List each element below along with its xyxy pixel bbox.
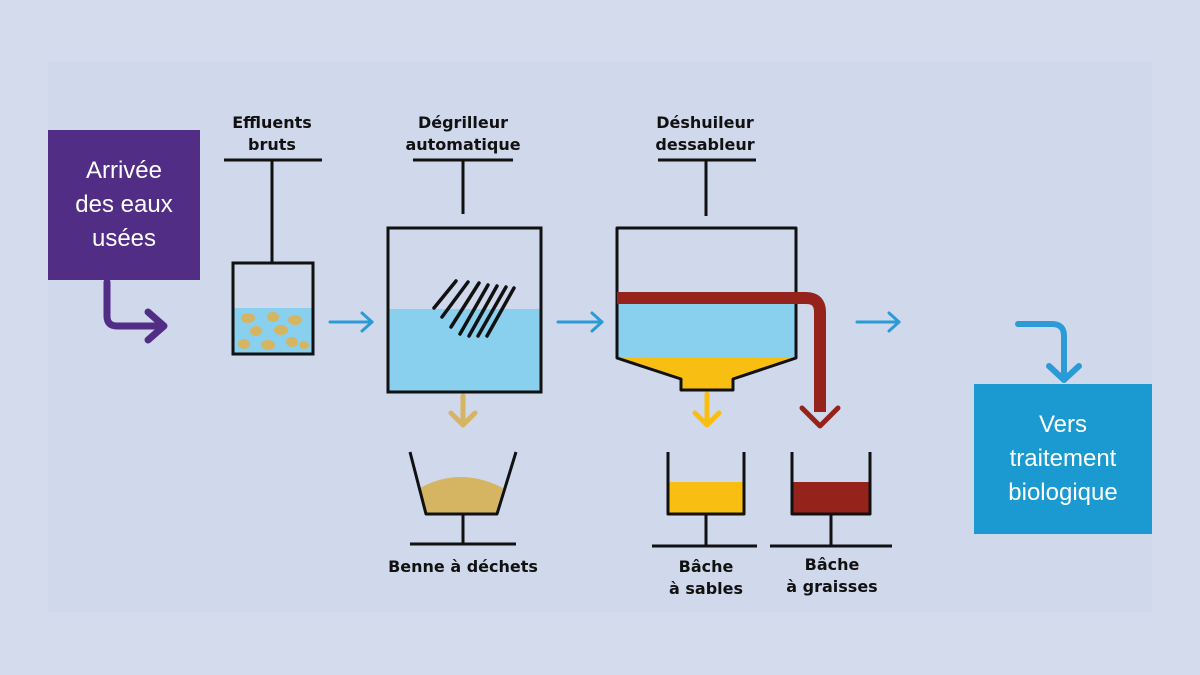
deshuileur-tank [615, 226, 841, 429]
debris-arrow [448, 393, 478, 428]
outlet-arrow [1015, 321, 1082, 383]
bache-graisses-container [770, 452, 892, 548]
flow-arrow-2 [556, 311, 604, 333]
bache-sables-container [652, 452, 757, 548]
output-box: Vers traitement biologique [974, 384, 1152, 534]
output-text: Vers traitement biologique [1008, 411, 1118, 506]
benne-label: Benne à déchets [388, 557, 538, 576]
benne-container [408, 451, 518, 546]
bache-sables-label: Bâche à sables [669, 557, 743, 598]
degrilleur-stand [413, 158, 513, 214]
degrilleur-tank [386, 226, 543, 394]
bache-graisses-label: Bâche à graisses [786, 555, 878, 596]
effluents-stand [224, 158, 322, 262]
flow-arrow-1 [328, 311, 374, 333]
degrilleur-label: Dégrilleur automatique [405, 113, 521, 154]
arrival-text: Arrivée des eaux usées [75, 157, 173, 252]
arrival-arrow [103, 278, 168, 344]
deshuileur-stand [658, 158, 756, 216]
debris-particles [238, 312, 309, 350]
sand-arrow [692, 391, 722, 428]
effluents-tank [231, 261, 315, 356]
effluents-label: Effluents bruts [232, 113, 312, 154]
deshuileur-label: Déshuileur dessableur [655, 113, 755, 154]
screen-grid [432, 279, 516, 338]
flow-arrow-3 [855, 311, 901, 333]
arrival-box: Arrivée des eaux usées [48, 130, 200, 280]
